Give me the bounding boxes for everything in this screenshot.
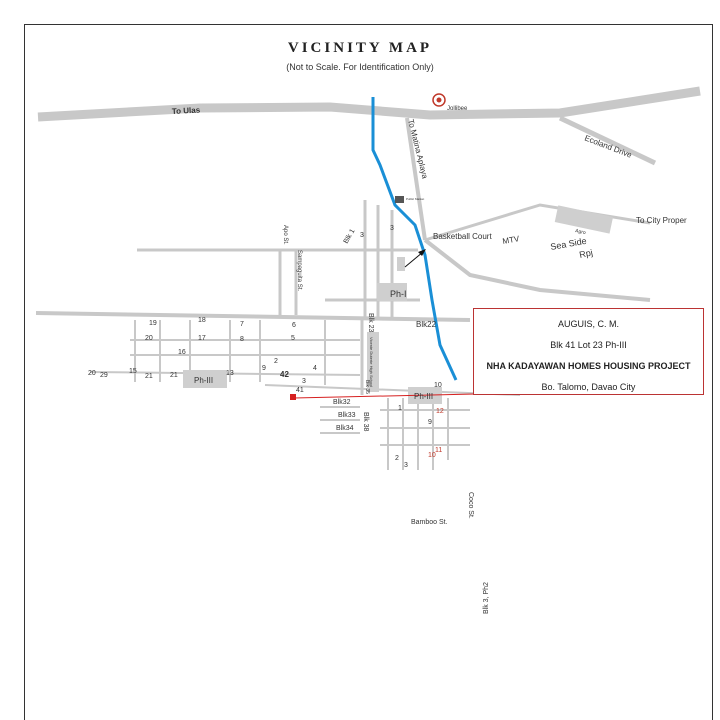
court-arrow [404, 251, 424, 268]
basketball-court-label: Basketball Court [433, 232, 492, 241]
small-block [397, 257, 405, 271]
lot-10b: 10 [428, 452, 436, 459]
lot-11: 11 [435, 447, 442, 454]
lot-13: 13 [226, 370, 234, 377]
lot-6: 6 [292, 322, 296, 329]
lot-1: 1 [398, 405, 402, 412]
mtv-label: MTV [502, 234, 521, 246]
jollibee-logo-dot-icon [436, 97, 442, 103]
jollibee-label: Jollibee [447, 106, 468, 112]
arrow-head-icon [418, 249, 426, 256]
coco-st-label: Coco St. [467, 492, 474, 519]
lot-42: 42 [280, 370, 289, 379]
to-city-proper-label: To City Proper [636, 216, 687, 225]
blocks [183, 205, 614, 404]
lot-5: 5 [291, 335, 295, 342]
blk23-label: Blk 23 [367, 313, 374, 333]
lot-3: 3 [302, 378, 306, 385]
lot-3c: 3 [360, 232, 364, 239]
lot-21a: 21 [145, 373, 153, 380]
ecoland-drive-road [558, 115, 657, 166]
lot-20: 20 [145, 335, 153, 342]
info-project: NHA KADAYAWAN HOMES HOUSING PROJECT [486, 361, 691, 371]
info-location: Bo. Talomo, Davao City [541, 382, 636, 392]
lot-21b: 21 [170, 372, 178, 379]
lot-19: 19 [149, 320, 157, 327]
lot-20b: 20 [88, 370, 96, 377]
lot-41: 41 [296, 387, 304, 394]
agro-label: Agro [575, 228, 587, 236]
highway-to-ulas [37, 86, 701, 122]
ph3-left-block [183, 370, 227, 388]
matina-aplaya-road [405, 117, 427, 241]
high-school-block [367, 332, 379, 392]
river [371, 97, 458, 381]
blk38-label: Blk 38 [362, 412, 369, 432]
to-ulas-label: To Ulas [172, 105, 201, 115]
ph3-right-label: Ph-III [414, 392, 433, 401]
blk34-label: Blk34 [336, 425, 354, 432]
lot-2b: 2 [395, 455, 399, 462]
blk3-ph2-label: Blk 3, Ph2 [483, 582, 490, 614]
ph1-label: Ph-I [390, 289, 407, 299]
city-proper-road-2 [424, 203, 651, 242]
ph3-left-label: Ph-III [194, 376, 213, 385]
lot-info-box: AUGUIS, C. M. Blk 41 Lot 23 Ph-III NHA K… [473, 308, 704, 395]
street-main [35, 311, 471, 322]
info-owner: AUGUIS, C. M. [557, 319, 619, 329]
blk1-label: Blk 1 [343, 228, 357, 245]
lot-12: 12 [436, 408, 444, 415]
bamboo-st-label: Bamboo St. [411, 519, 448, 526]
blk22-label: Blk22 [416, 320, 437, 329]
info-lot: Blk 41 Lot 23 Ph-III [550, 340, 627, 350]
lot-3b: 3 [404, 462, 408, 469]
lot-17: 17 [198, 335, 206, 342]
lot-10: 10 [434, 382, 442, 389]
blk35-label: Blk 35 [364, 380, 370, 394]
map-subtitle: (Not to Scale. For Identification Only) [286, 62, 434, 72]
city-proper-road [423, 238, 651, 302]
lot-2: 2 [274, 358, 278, 365]
public-market-icon [395, 196, 404, 203]
ph1-block [377, 283, 407, 301]
lot-29: 29 [100, 372, 108, 379]
lot-8: 8 [240, 336, 244, 343]
lot-7: 7 [240, 321, 244, 328]
lot-18: 18 [198, 317, 206, 324]
high-school-label: Vicente Duterte High School [369, 337, 374, 387]
lot-9b: 9 [428, 419, 432, 426]
lot-4: 4 [313, 365, 317, 372]
lot-3b-top: 3 [390, 225, 394, 232]
blk32-label: Blk32 [333, 399, 351, 406]
public-market-label: Public Market [406, 197, 424, 201]
sampaguita-st-label: Sampaguita St. [296, 250, 302, 291]
blk33-label: Blk33 [338, 412, 356, 419]
map-frame [24, 24, 713, 720]
lot-15: 15 [129, 368, 137, 375]
location-marker-icon [290, 394, 296, 400]
agro-block [554, 205, 614, 234]
lot-16: 16 [178, 349, 186, 356]
map-title: VICINITY MAP [287, 40, 433, 56]
rpj-label: Rpj [578, 247, 593, 260]
apo-st-label: Apo St. [282, 225, 288, 245]
lot-9: 9 [262, 365, 266, 372]
